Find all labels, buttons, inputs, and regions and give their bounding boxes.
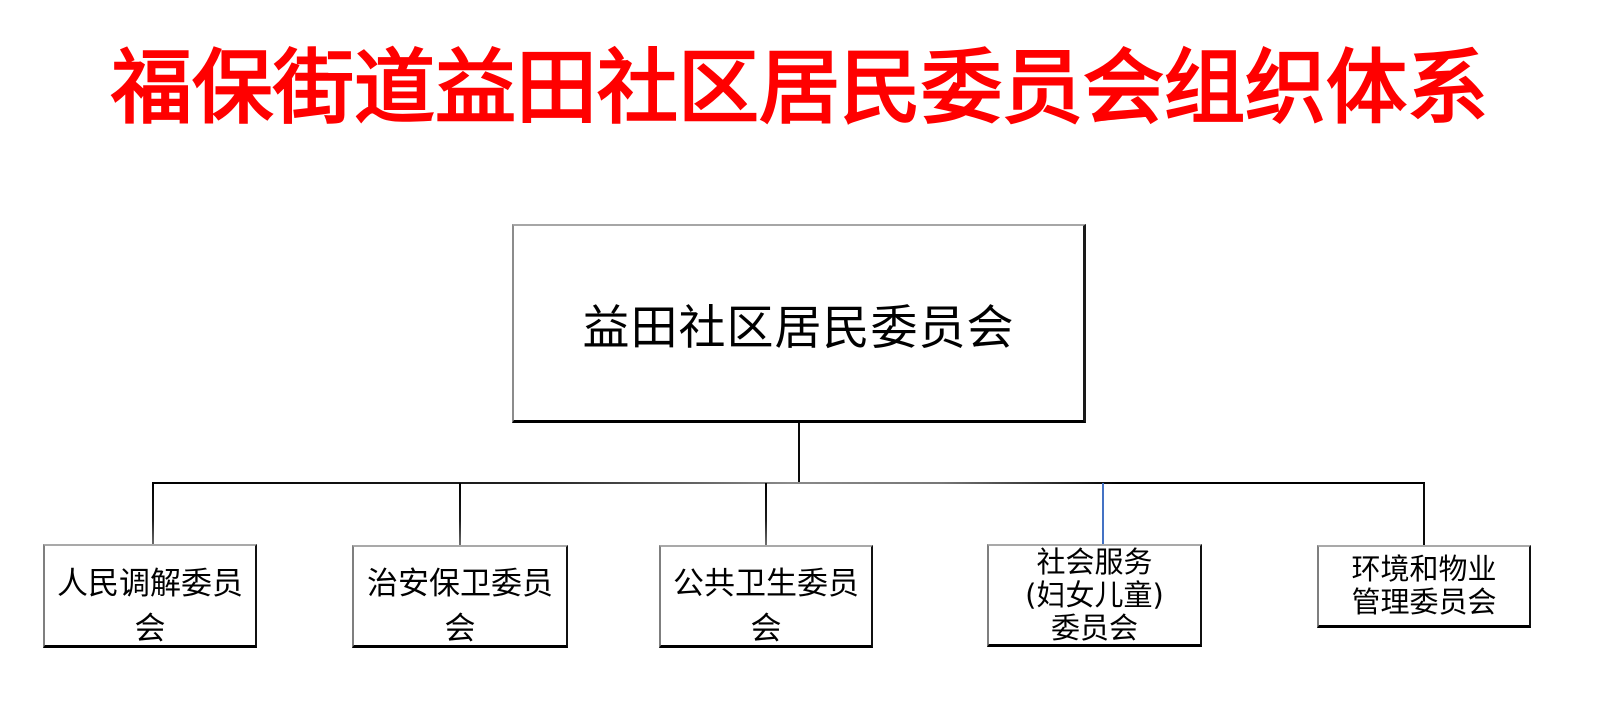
- connector-drop-environment-property: [1423, 483, 1425, 545]
- org-node-people-mediation-label: 人民调解委员会: [57, 565, 243, 647]
- org-node-social-services-committee: 社会服务 (妇女儿童) 委员会: [987, 544, 1202, 647]
- org-node-social-services-line-1: 社会服务: [1036, 544, 1153, 579]
- org-node-social-services-line-3: 委员会: [1050, 610, 1138, 645]
- org-node-public-security-label: 治安保卫委员会: [367, 566, 553, 647]
- connector-drop-people-mediation: [152, 483, 154, 545]
- connector-drop-public-security: [459, 483, 461, 545]
- page-title: 福保街道益田社区居民委员会组织体系: [110, 42, 1488, 136]
- org-node-environment-property-committee: 环境和物业 管理委员会: [1317, 545, 1531, 628]
- org-node-public-health-committee: 公共卫生委员会: [659, 545, 873, 648]
- org-node-environment-property-line-2: 管理委员会: [1351, 585, 1497, 619]
- org-node-environment-property-line-1: 环境和物业: [1351, 552, 1497, 586]
- org-node-environment-property-label: 环境和物业 管理委员会: [1351, 553, 1496, 619]
- org-node-public-health-label: 公共卫生委员会: [673, 566, 859, 647]
- org-node-root-label: 益田社区居民委员会: [582, 300, 1015, 356]
- org-node-people-mediation-committee: 人民调解委员会: [43, 544, 257, 648]
- org-node-social-services-label: 社会服务 (妇女儿童) 委员会: [1025, 544, 1164, 645]
- connector-root-stem: [798, 423, 800, 483]
- connector-drop-public-health: [765, 483, 767, 545]
- org-node-social-services-line-2: (妇女儿童): [1025, 577, 1164, 612]
- org-node-public-security-committee: 治安保卫委员会: [352, 545, 568, 648]
- connector-horizontal-bus: [152, 482, 1425, 484]
- org-node-root: 益田社区居民委员会: [512, 224, 1086, 423]
- connector-drop-social-services-highlighted: [1102, 483, 1104, 545]
